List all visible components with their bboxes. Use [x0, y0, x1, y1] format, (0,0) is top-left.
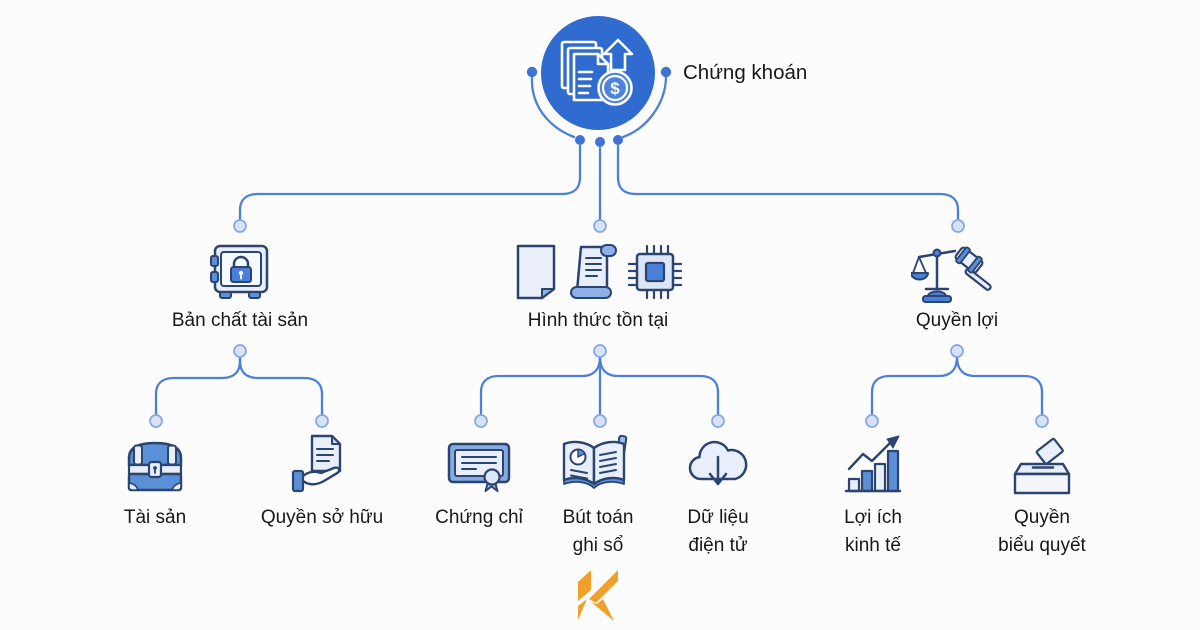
branch-label: Bản chất tài sản [171, 310, 309, 331]
k-mark-logo [574, 568, 622, 627]
root-swoosh-left [530, 76, 576, 139]
root-node: $ [539, 14, 657, 132]
leaf-node-quyen-bieu-quyet: Quyền biểu quyết [957, 434, 1127, 560]
leaf-label-line-1: Bút toán [562, 507, 634, 528]
leaf-label: Lợi ích kinh tế [844, 504, 902, 560]
safe-icon [210, 244, 269, 299]
connector-branch2-leaf3 [598, 355, 720, 416]
connector-branch1-leaf1 [154, 355, 242, 416]
connector-branch2-leaf1 [479, 355, 602, 416]
leaf-label-line-2: biểu quyết [998, 535, 1086, 556]
leaf-label: Quyền sở hữu [260, 507, 384, 528]
leaf-label: Dữ liệu điện tử [687, 504, 748, 560]
endpoint-dots [149, 219, 1049, 428]
leaf-node-loi-ich-kinh-te: Lợi ích kinh tế [788, 434, 958, 560]
ballot-box-icon [1013, 437, 1071, 495]
leaf-node-du-lieu-dien-tu: Dữ liệu điện tử [633, 434, 803, 560]
leaf-label-line-1: Dữ liệu [687, 507, 749, 528]
leaf-node-tai-san: Tài sản [70, 434, 240, 532]
ledger-book-pen-icon [562, 434, 628, 489]
root-swoosh-right [621, 76, 668, 139]
branch-node-quyen-loi: Quyền lợi [847, 240, 1067, 334]
hand-holding-document-icon [291, 434, 342, 493]
leaf-label: Quyền biểu quyết [998, 504, 1086, 560]
leaf-label: Tài sản [123, 507, 187, 528]
branch-node-hinh-thuc-ton-tai: Hình thức tồn tại [488, 240, 708, 334]
scale-gavel-icon [911, 246, 992, 303]
leaf-label-line-2: điện tử [688, 535, 748, 556]
leaf-label-line-2: ghi sổ [572, 535, 624, 556]
certificate-icon [447, 442, 511, 492]
leaf-label-line-2: kinh tế [845, 535, 901, 556]
dollar-sign-glyph: $ [610, 79, 620, 98]
connector-root-branch-1 [238, 144, 582, 221]
treasure-chest-icon [127, 441, 183, 491]
leaf-label: Chứng chỉ [435, 507, 523, 528]
connector-branch3-leaf1 [870, 355, 959, 416]
leaf-label-line-1: Quyền [1014, 507, 1070, 528]
branch-label: Quyền lợi [915, 310, 999, 331]
document-icon [516, 244, 556, 300]
growth-bar-chart-icon [844, 435, 902, 493]
connector-branch3-leaf2 [955, 355, 1044, 416]
root-solid-dots [526, 66, 672, 147]
root-label: Chứng khoán [683, 61, 808, 84]
k-logo-icon [578, 570, 618, 621]
branch-node-ban-chat-tai-san: Bản chất tài sản [130, 240, 350, 334]
connector-branch1-leaf2 [238, 355, 324, 416]
cloud-download-icon [688, 440, 748, 486]
securities-documents-growth-coin-icon: $ [541, 16, 655, 130]
scroll-icon [570, 244, 617, 299]
leaf-node-quyen-so-huu: Quyền sở hữu [237, 434, 407, 532]
leaf-label: Bút toán ghi sổ [563, 504, 634, 560]
microchip-icon [628, 245, 682, 299]
leaf-label-line-1: Lợi ích [844, 507, 902, 528]
leaf-node-chung-chi: Chứng chỉ [394, 434, 564, 532]
connector-root-branch-3 [616, 144, 960, 221]
branch-label: Hình thức tồn tại [527, 310, 669, 331]
leaf-node-but-toan-ghi-so: Bút toán ghi sổ [513, 434, 683, 560]
